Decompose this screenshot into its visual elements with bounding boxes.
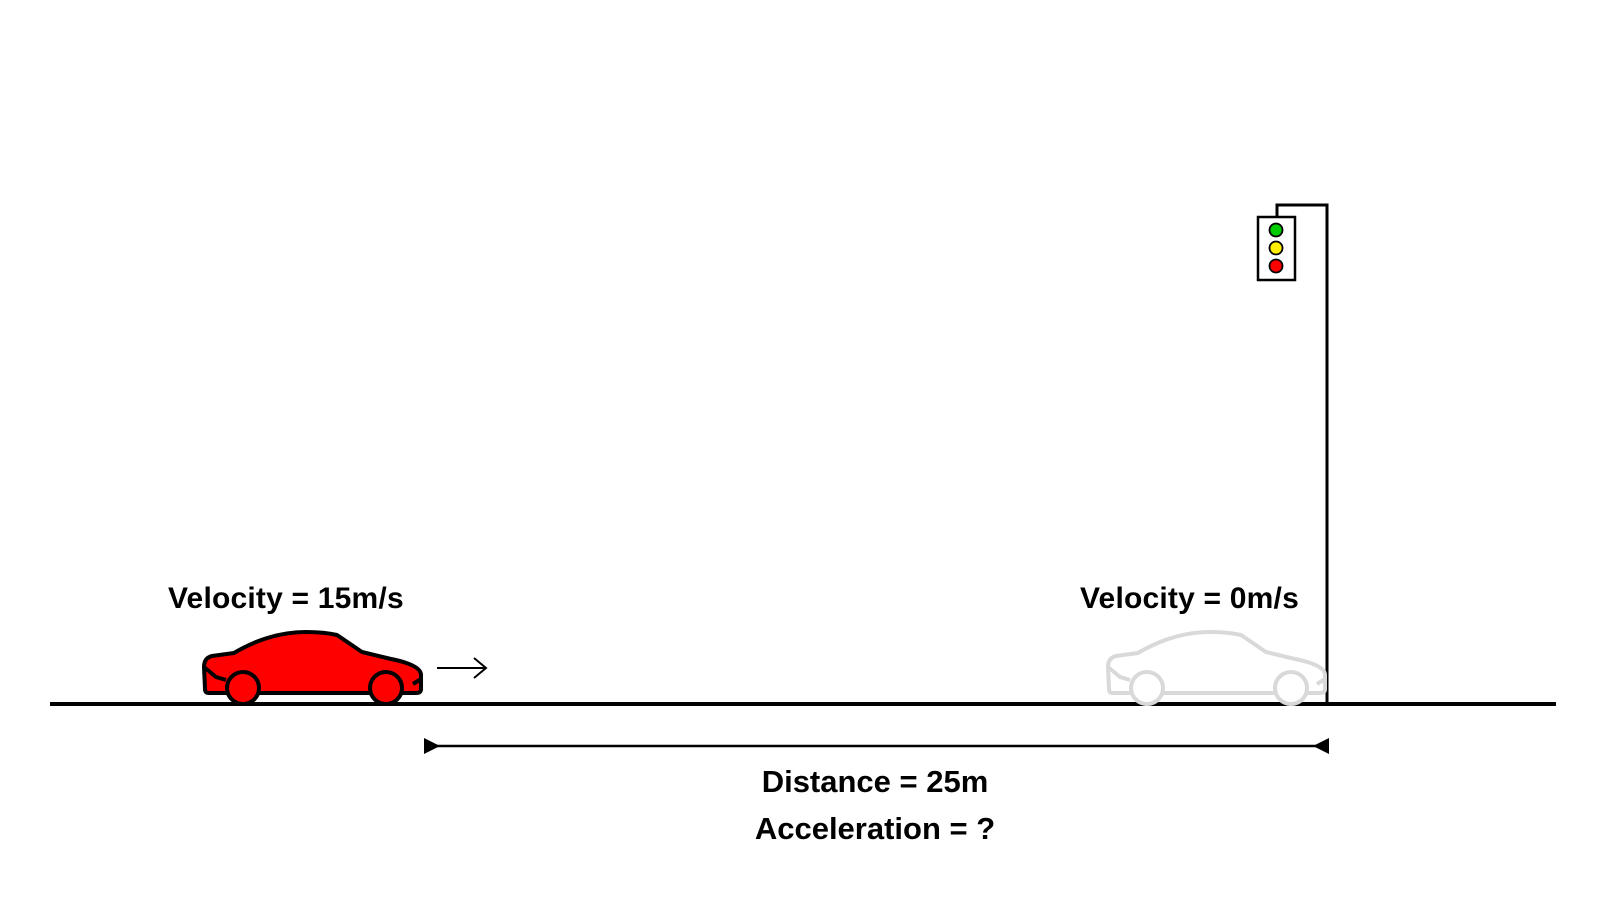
distance-dimension-line [424,738,1329,754]
distance-end-arrowhead-icon [1313,738,1329,754]
red-light [1268,258,1284,274]
green-light [1268,222,1284,238]
yellow-light [1268,240,1284,256]
moving-car-side-line [202,665,423,686]
stopped-car-body [1106,630,1327,695]
traffic-light [1256,215,1297,282]
moving-car-front-wheel [368,670,404,706]
start-velocity-label: Velocity = 15m/s [168,582,404,615]
end-velocity-label: Velocity = 0m/s [1080,582,1299,615]
direction-arrow-icon [437,657,488,679]
acceleration-label: Acceleration = ? [754,811,996,846]
distance-label: Distance = 25m [761,764,989,799]
moving-car [202,630,423,706]
stopped-car-front-wheel [1273,670,1309,706]
stopped-car-side-line [1106,665,1327,686]
stopped-car-ghost [1106,630,1327,706]
distance-start-arrowhead-icon [424,738,440,754]
stopped-car-rear-wheel [1129,670,1165,706]
moving-car-body [202,630,423,695]
moving-car-rear-wheel [225,670,261,706]
traffic-light-pole [1275,203,1329,704]
